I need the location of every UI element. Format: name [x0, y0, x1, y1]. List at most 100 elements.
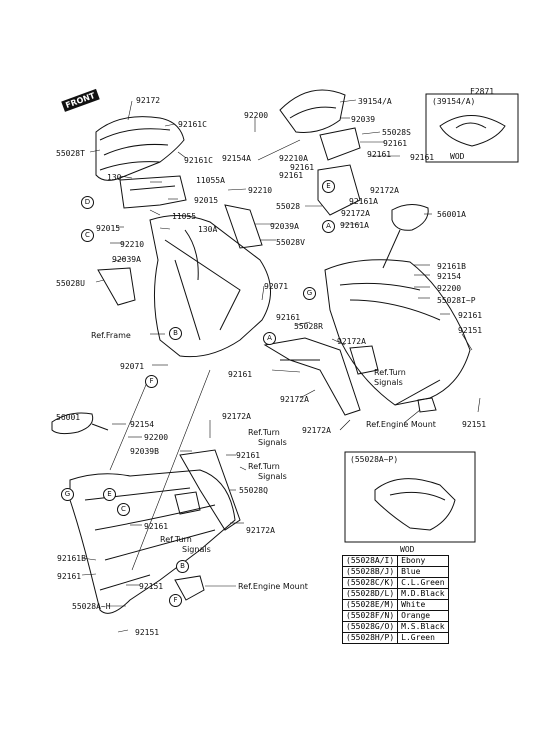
inner-cover-s-shape: [319, 127, 361, 161]
part-label: 92172A: [370, 186, 399, 195]
callout-d: D: [81, 196, 94, 209]
part-label: 130A: [198, 225, 218, 234]
meter-bracket-shape: [119, 175, 187, 209]
color-table: (55028A/I)Ebony (55028B/J)Blue (55028C/K…: [341, 555, 449, 644]
color-code: (55028G/O): [341, 621, 399, 633]
inset-top-title: (39154/A): [432, 97, 476, 106]
color-name: M.S.Black: [397, 621, 449, 633]
part-label: 92172A: [246, 526, 275, 535]
callout-f: F: [145, 375, 158, 388]
part-label: 92161A: [349, 197, 378, 206]
part-label: 92210: [120, 240, 145, 249]
table-row: (55028G/O)M.S.Black: [341, 621, 449, 633]
part-label: 56001A: [437, 210, 466, 219]
part-label: 55028S: [382, 128, 411, 137]
table-row: (55028E/M)White: [341, 599, 449, 611]
part-label: 92210A: [279, 154, 308, 163]
part-label: 92172A: [341, 209, 370, 218]
color-code: (55028C/K): [341, 577, 399, 589]
part-label: 92200: [244, 111, 269, 120]
part-label: 55028V: [276, 238, 305, 247]
turn-signal-shape: [349, 345, 379, 375]
inner-panel-q-shape: [179, 449, 241, 531]
part-label: 92071: [120, 362, 145, 371]
callout-b: B: [176, 560, 189, 573]
figure-code: F2871: [470, 87, 495, 96]
ref-turn-signals-label: Ref.Turn: [160, 535, 192, 544]
color-name: White: [397, 599, 449, 611]
part-label: 92154: [437, 272, 462, 281]
ref-engine-mount-label: Ref.Engine Mount: [238, 582, 308, 591]
lower-fairing-shape: [69, 469, 236, 614]
part-label: 92172A: [222, 412, 251, 421]
table-row: (55028F/N)Orange: [341, 610, 449, 622]
engine-mount-bracket: [417, 397, 437, 413]
callout-c: C: [81, 229, 94, 242]
color-code: (55028E/M): [341, 599, 399, 611]
table-row: (55028B/J)Blue: [341, 566, 449, 578]
part-label: 39154/A: [358, 97, 392, 106]
callout-a: A: [322, 220, 335, 233]
color-code: (55028A/I): [341, 555, 399, 567]
right-fairing-shape: [324, 259, 471, 406]
part-label: 92039: [351, 115, 376, 124]
windshield-shape: [279, 89, 346, 133]
part-label: 92015: [96, 224, 121, 233]
part-label: 92161: [144, 522, 169, 531]
part-label: 92154A: [222, 154, 251, 163]
inset-mid-title: (55028A~P): [350, 455, 399, 464]
part-label: 92172A: [280, 395, 309, 404]
part-label: 92039B: [130, 447, 159, 456]
part-label: 92039A: [270, 222, 299, 231]
part-label: 92071: [264, 282, 289, 291]
ref-turn-signals-label: Signals: [374, 378, 403, 387]
table-row: (55028A/I)Ebony: [341, 555, 449, 567]
part-label: 92210: [248, 186, 273, 195]
callout-e: E: [103, 488, 116, 501]
part-label: 92151: [462, 420, 487, 429]
part-label: 92200: [144, 433, 169, 442]
color-name: C.L.Green: [397, 577, 449, 589]
color-code: (55028F/N): [341, 610, 399, 622]
color-code: (55028B/J): [341, 566, 399, 578]
part-label: 55028: [276, 202, 301, 211]
mirror-right-shape: [391, 204, 429, 231]
callout-b: B: [169, 327, 182, 340]
inset-top-caption: WOD: [450, 152, 465, 161]
color-table-header: WOD: [400, 545, 415, 554]
color-name: Ebony: [397, 555, 449, 567]
part-label: 92172A: [302, 426, 331, 435]
part-label: 92151: [135, 628, 160, 637]
part-label: 92154: [130, 420, 155, 429]
part-label: 92161: [383, 139, 408, 148]
callout-f: F: [169, 594, 182, 607]
part-label: 92161: [367, 150, 392, 159]
part-label: 92151: [139, 582, 164, 591]
upper-cowl-shape: [95, 116, 185, 181]
part-label: 56001: [56, 413, 81, 422]
part-label: 92161: [276, 313, 301, 322]
ref-turn-signals-label: Ref.Turn: [248, 462, 280, 471]
ref-engine-mount-label: Ref.Engine Mount: [366, 420, 436, 429]
part-label: 92161C: [178, 120, 207, 129]
table-row: (55028H/P)L.Green: [341, 632, 449, 644]
ref-turn-signals-label: Ref.Turn: [248, 428, 280, 437]
part-label: 130: [107, 173, 122, 182]
part-label: 92161B: [57, 554, 86, 563]
inner-panel-shape: [317, 164, 361, 216]
part-label: 92161B: [437, 262, 466, 271]
color-name: Orange: [397, 610, 449, 622]
color-name: L.Green: [397, 632, 449, 644]
color-code: (55028D/L): [341, 588, 399, 600]
table-row: (55028C/K)C.L.Green: [341, 577, 449, 589]
part-label: 11055A: [196, 176, 225, 185]
part-label: 55028A~H: [72, 602, 111, 611]
part-label: 55028T: [56, 149, 85, 158]
ref-turn-signals-label: Signals: [258, 472, 287, 481]
part-label: 92161: [290, 163, 315, 172]
frame-shape: [149, 215, 271, 358]
part-label: 92161: [410, 153, 435, 162]
ref-turn-signals-label: Signals: [182, 545, 211, 554]
part-label: 92015: [194, 196, 219, 205]
ref-turn-signals-label: Signals: [258, 438, 287, 447]
